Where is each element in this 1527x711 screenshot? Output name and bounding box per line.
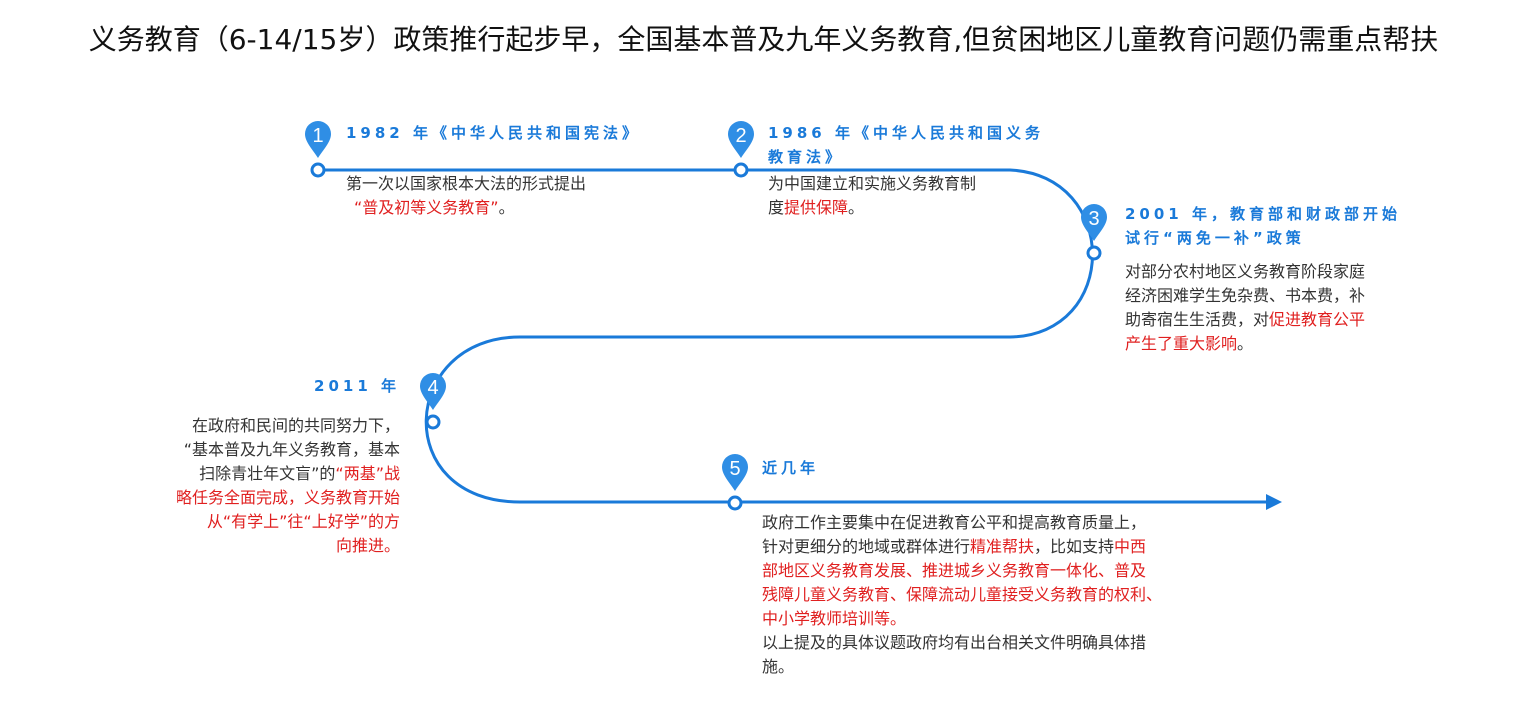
milestone-3-line: 对部分农村地区义务教育阶段家庭 xyxy=(1125,262,1366,281)
milestone-4-line: “基本普及九年义务教育，基本 xyxy=(183,440,400,459)
milestone-5-title: 近几年 xyxy=(762,459,820,477)
map-pin-icon: 4 xyxy=(420,373,446,410)
arrowhead-icon xyxy=(1266,494,1282,510)
timeline-dot-2 xyxy=(733,162,749,178)
milestone-3-title-line: 2001 年，教育部和财政部开始 xyxy=(1125,205,1401,223)
milestone-4-head: 扫除青壮年文盲”的 xyxy=(199,464,336,483)
pin-number-2: 2 xyxy=(735,125,746,147)
map-pin-icon: 5 xyxy=(722,454,748,491)
milestone-2-line: 度提供保障。 xyxy=(768,196,976,220)
milestone-2-tail: 。 xyxy=(848,198,865,217)
milestone-4-line: 从“有学上”往“上好学”的方 xyxy=(206,512,400,531)
page-title: 义务教育（6-14/15岁）政策推行起步早，全国基本普及九年义务教育,但贫困地区… xyxy=(88,23,1439,56)
milestone-2-title-line: 教育法》 xyxy=(768,148,845,166)
milestone-5-line: 施。 xyxy=(762,657,795,676)
pin-number-3: 3 xyxy=(1088,208,1099,230)
milestone-3-tail: 。 xyxy=(1237,334,1254,353)
milestone-3-head: 助寄宿生生活费，对 xyxy=(1125,310,1270,329)
milestone-3-line: 助寄宿生生活费，对促进教育公平 xyxy=(1125,308,1365,332)
milestone-5-mid: ，比如支持 xyxy=(1034,537,1115,556)
milestone-4-title: 2011 年 xyxy=(314,377,400,395)
milestone-3-body: 对部分农村地区义务教育阶段家庭 经济困难学生免杂费、书本费，补 助寄宿生生活费，… xyxy=(1125,260,1365,356)
milestone-3-line: 经济困难学生免杂费、书本费，补 xyxy=(1125,286,1366,305)
timeline-dot-3 xyxy=(1086,245,1102,261)
milestone-5-body: 政府工作主要集中在促进教育公平和提高教育质量上， 针对更细分的地域或群体进行精准… xyxy=(762,511,1162,679)
milestone-2-body: 为中国建立和实施义务教育制 度提供保障。 xyxy=(768,172,976,220)
milestone-1-title: 1982 年《中华人民共和国宪法》 xyxy=(346,124,641,142)
timeline-dot-5 xyxy=(727,495,743,511)
milestone-4-line: 在政府和民间的共同努力下， xyxy=(191,416,400,435)
milestone-1-highlight: “普及初等义务教育” xyxy=(354,198,499,217)
milestone-5-line: 针对更细分的地域或群体进行精准帮扶，比如支持中西 xyxy=(762,535,1162,559)
milestone-2-highlight: 提供保障 xyxy=(784,198,849,217)
pin-number-4: 4 xyxy=(427,377,438,399)
milestone-2-title: 1986 年《中华人民共和国义务 教育法》 xyxy=(768,121,1044,169)
milestone-2-head: 度 xyxy=(768,198,785,217)
milestone-4-highlight: “两基”战 xyxy=(335,464,400,483)
milestone-5-line: 以上提及的具体议题政府均有出台相关文件明确具体措 xyxy=(762,633,1147,652)
milestone-3-line: 产生了重大影响。 xyxy=(1125,332,1365,356)
pin-number-1: 1 xyxy=(312,125,323,147)
timeline-path xyxy=(318,168,1268,504)
milestone-2-title-line: 1986 年《中华人民共和国义务 xyxy=(768,124,1044,142)
milestone-1-line: “普及初等义务教育”。 xyxy=(346,196,586,220)
milestone-5-highlight: 精准帮扶 xyxy=(970,537,1035,556)
milestone-5-line: 残障儿童义务教育、保障流动儿童接受义务教育的权利、 xyxy=(762,585,1163,604)
milestone-5-line: 部地区义务教育发展、推进城乡义务教育一体化、普及 xyxy=(762,561,1147,580)
milestone-3-title-line: 试行“两免一补”政策 xyxy=(1125,229,1305,247)
map-pin-icon: 3 xyxy=(1081,204,1107,241)
milestone-3-title: 2001 年，教育部和财政部开始 试行“两免一补”政策 xyxy=(1125,202,1401,250)
milestone-1-tail: 。 xyxy=(498,198,515,217)
milestone-1-line: 第一次以国家根本大法的形式提出 xyxy=(346,174,587,193)
milestone-5-line: 中小学教师培训等。 xyxy=(762,609,907,628)
milestone-3-highlight: 产生了重大影响 xyxy=(1125,334,1238,353)
timeline-dot-1 xyxy=(310,162,326,178)
pin-number-5: 5 xyxy=(729,458,740,480)
milestone-3-highlight: 促进教育公平 xyxy=(1269,310,1366,329)
timeline-dot-4 xyxy=(425,414,441,430)
milestone-2-line: 为中国建立和实施义务教育制 xyxy=(768,174,977,193)
milestone-4-body: 在政府和民间的共同努力下， “基本普及九年义务教育，基本 扫除青壮年文盲”的“两… xyxy=(100,414,400,558)
milestone-5-line: 政府工作主要集中在促进教育公平和提高教育质量上， xyxy=(762,513,1147,532)
milestone-4-line: 扫除青壮年文盲”的“两基”战 xyxy=(100,462,400,486)
milestone-5-head: 针对更细分的地域或群体进行 xyxy=(762,537,971,556)
map-pin-icon: 1 xyxy=(305,121,331,158)
milestone-1-body: 第一次以国家根本大法的形式提出 “普及初等义务教育”。 xyxy=(346,172,586,220)
map-pin-icon: 2 xyxy=(728,121,754,158)
milestone-4-line: 略任务全面完成，义务教育开始 xyxy=(175,488,400,507)
milestone-5-highlight: 中西 xyxy=(1114,537,1147,556)
milestone-4-line: 向推进。 xyxy=(335,536,400,555)
